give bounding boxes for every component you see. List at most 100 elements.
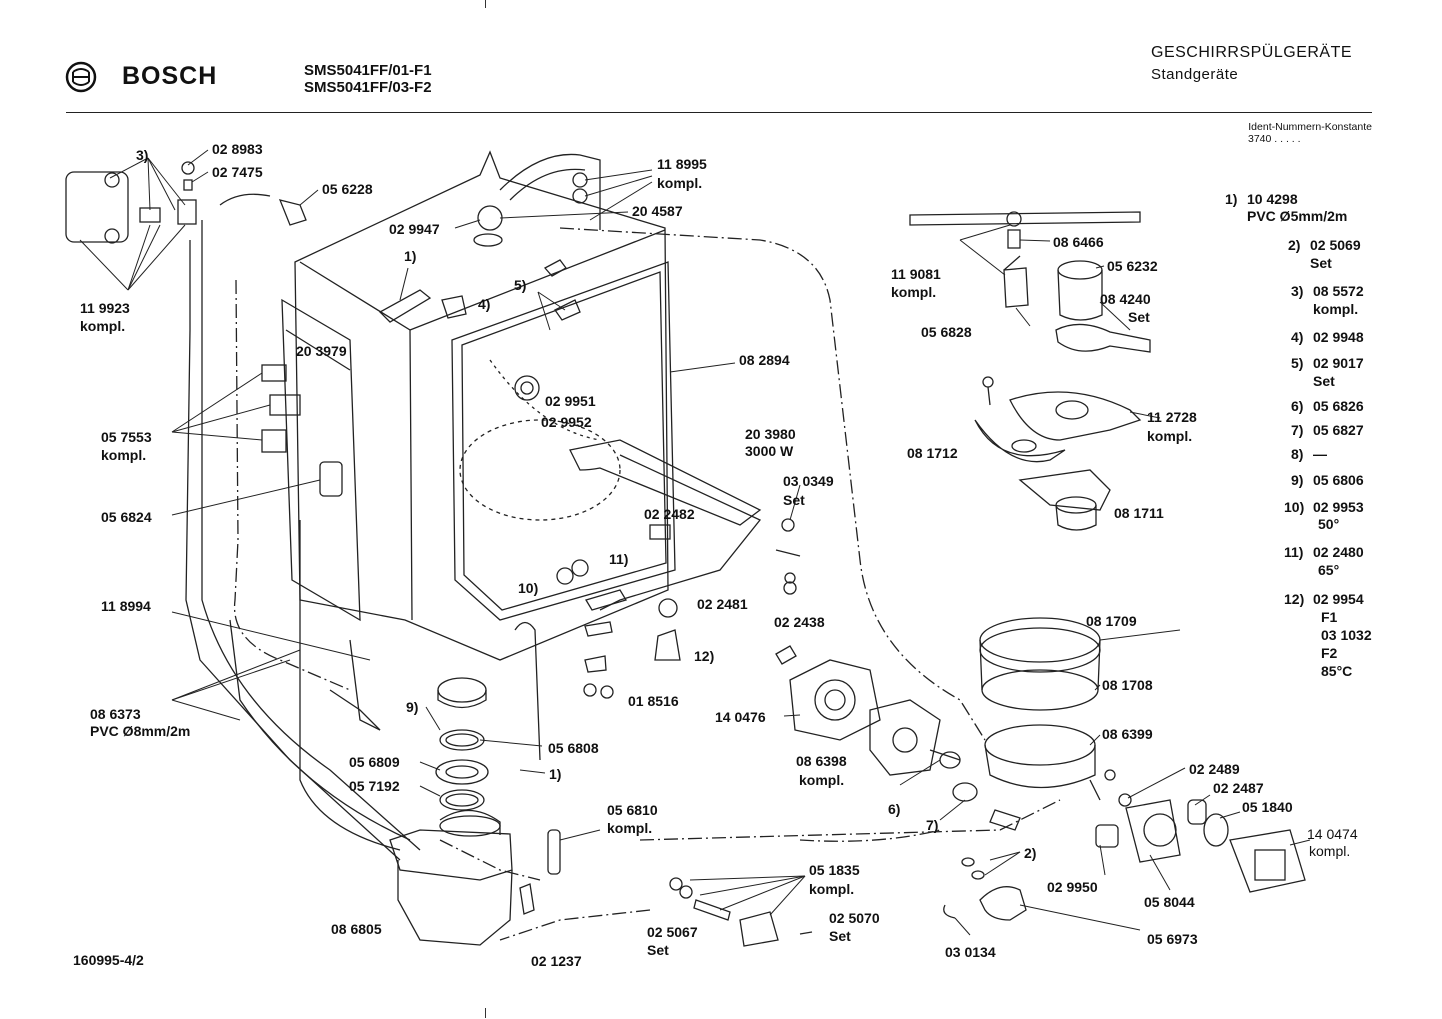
legend-value: 03 1032 — [1321, 627, 1372, 643]
part-label: 9) — [406, 699, 419, 715]
bottom-tick-mark — [485, 1008, 486, 1018]
part-label: 05 6810 — [607, 802, 658, 818]
part-label: 14 0474 — [1307, 826, 1358, 842]
part-label: 02 2489 — [1189, 761, 1240, 777]
part-label: 02 2482 — [644, 506, 695, 522]
part-label: 05 7192 — [349, 778, 400, 794]
part-label: 02 9947 — [389, 221, 440, 237]
legend-value: Set — [1313, 373, 1335, 389]
legend-key: 7) — [1291, 422, 1304, 438]
bosch-logo-icon — [64, 60, 98, 94]
part-label: Set — [829, 928, 851, 944]
part-label: kompl. — [80, 318, 126, 334]
legend-key: 4) — [1291, 329, 1304, 345]
legend-key: 6) — [1291, 398, 1304, 414]
part-label: 05 6828 — [921, 324, 972, 340]
part-label: 02 2438 — [774, 614, 825, 630]
part-label: 10) — [518, 580, 539, 596]
part-label: 05 6824 — [101, 509, 152, 525]
document-id: 160995-4/2 — [73, 952, 144, 968]
legend-value: 05 6827 — [1313, 422, 1364, 438]
part-label: 02 7475 — [212, 164, 263, 180]
part-label: 11 9923 — [80, 300, 130, 316]
part-label: 02 2487 — [1213, 780, 1264, 796]
legend-key: 1) — [1225, 191, 1238, 207]
part-label: Set — [783, 492, 805, 508]
legend-value: PVC Ø5mm/2m — [1247, 208, 1348, 224]
legend-key: 9) — [1291, 472, 1304, 488]
part-label: 11 9081 — [891, 266, 941, 282]
legend-value: F1 — [1321, 609, 1338, 625]
part-label: 20 3980 — [745, 426, 796, 442]
part-label: 08 1709 — [1086, 613, 1137, 629]
part-label: 11 8994 — [101, 598, 151, 614]
legend-value: 02 9954 — [1313, 591, 1364, 607]
top-tick-mark — [485, 0, 486, 8]
part-label: 08 6466 — [1053, 234, 1104, 250]
legend-value: — — [1313, 446, 1327, 462]
part-label: 05 1835 — [809, 862, 860, 878]
part-label: 03 0134 — [945, 944, 996, 960]
part-label: 08 6805 — [331, 921, 382, 937]
part-label: kompl. — [101, 447, 147, 463]
legend-value: 02 9953 — [1313, 499, 1364, 515]
page-title: GESCHIRRSPÜLGERÄTE — [1151, 44, 1353, 61]
legend-value: 02 2480 — [1313, 544, 1364, 560]
part-label: 11 2728 — [1147, 409, 1197, 425]
legend-value: 02 5069 — [1310, 237, 1361, 253]
part-label: 03 0349 — [783, 473, 834, 489]
page-subtitle: Standgeräte — [1151, 66, 1239, 83]
part-label: kompl. — [657, 175, 703, 191]
part-label: 05 6228 — [322, 181, 373, 197]
part-label: kompl. — [891, 284, 937, 300]
part-label: 11 8995 — [657, 156, 707, 172]
part-label: Set — [647, 942, 669, 958]
part-label: 12) — [694, 648, 715, 664]
part-label: 2) — [1024, 845, 1037, 861]
legend-value: 50° — [1318, 516, 1340, 532]
part-label: 08 2894 — [739, 352, 790, 368]
part-label: 05 6809 — [349, 754, 400, 770]
ident-label: Ident-Nummern-Konstante — [1248, 121, 1372, 133]
part-label: 6) — [888, 801, 901, 817]
legend-key: 12) — [1284, 591, 1305, 607]
part-label: 02 5070 — [829, 910, 880, 926]
part-label: 08 1712 — [907, 445, 958, 461]
part-label: 3) — [136, 147, 149, 163]
legend-value: 02 9017 — [1313, 355, 1364, 371]
part-label: 02 1237 — [531, 953, 582, 969]
part-label: 02 9950 — [1047, 879, 1098, 895]
part-label: 5) — [514, 277, 527, 293]
legend-value: kompl. — [1313, 301, 1359, 317]
legend-key: 8) — [1291, 446, 1304, 462]
legend-value: 05 6826 — [1313, 398, 1364, 414]
part-label: 08 1711 — [1114, 505, 1164, 521]
part-label: 02 2481 — [697, 596, 748, 612]
part-label: 05 8044 — [1144, 894, 1195, 910]
part-label: 05 6232 — [1107, 258, 1158, 274]
legend-value: 02 9948 — [1313, 329, 1364, 345]
legend-value: 10 4298 — [1247, 191, 1298, 207]
brand-name: BOSCH — [122, 62, 218, 90]
part-label: 01 8516 — [628, 693, 679, 709]
part-label: 02 8983 — [212, 141, 263, 157]
part-label: PVC Ø8mm/2m — [90, 723, 191, 739]
part-label: 1) — [549, 766, 562, 782]
part-label: 20 4587 — [632, 203, 683, 219]
part-label: 20 3979 — [296, 343, 347, 359]
legend-value: 65° — [1318, 562, 1340, 578]
part-label: 08 1708 — [1102, 677, 1153, 693]
legend-key: 3) — [1291, 283, 1304, 299]
legend-value: F2 — [1321, 645, 1338, 661]
part-label: 05 7553 — [101, 429, 152, 445]
part-label: kompl. — [809, 881, 855, 897]
part-label: 08 6373 — [90, 706, 141, 722]
model-number-2: SMS5041FF/03-F2 — [304, 79, 432, 96]
part-label: 05 1840 — [1242, 799, 1293, 815]
part-label: 1) — [404, 248, 417, 264]
legend-value: 05 6806 — [1313, 472, 1364, 488]
header-rule — [66, 112, 1372, 113]
legend-key: 11) — [1284, 544, 1304, 560]
part-label: 02 9952 — [541, 414, 592, 430]
